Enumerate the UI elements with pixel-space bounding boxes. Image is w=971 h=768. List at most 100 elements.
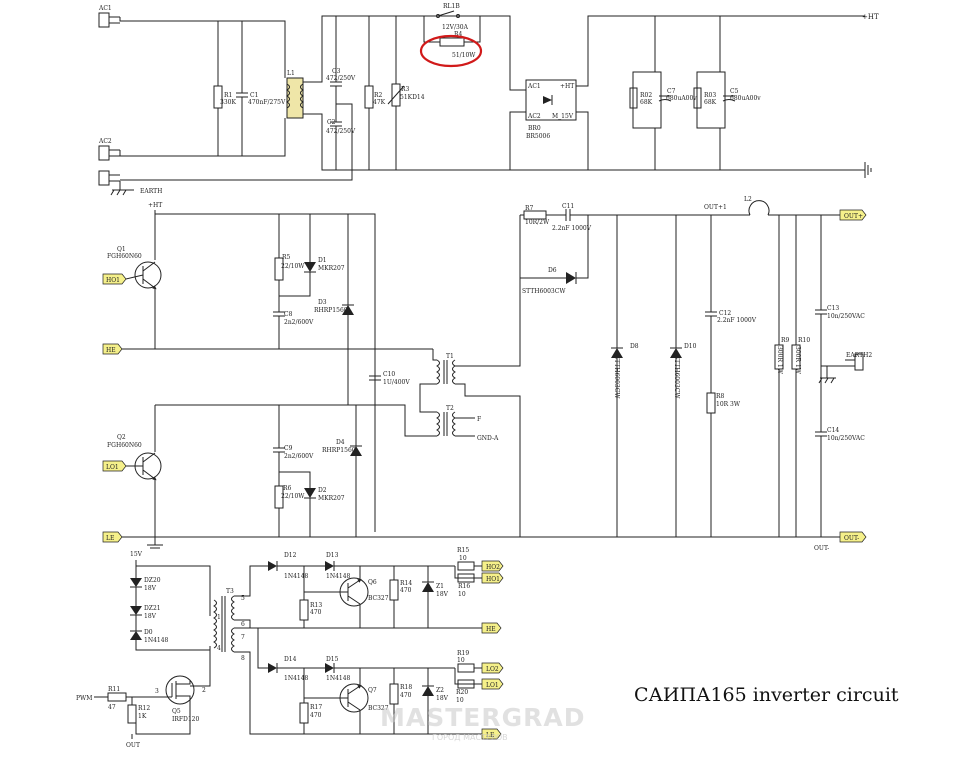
- d3-ref: D3: [318, 299, 327, 306]
- d14-diode: [268, 663, 277, 673]
- q2-val: FGH60N60: [107, 442, 142, 449]
- dz20-zener: [130, 578, 142, 587]
- d0-val: 1N4148: [144, 637, 169, 644]
- r3-ref: R3: [401, 86, 410, 93]
- r4-resistor: [439, 37, 465, 47]
- r4-ref: R4: [454, 31, 463, 38]
- r13-val: 470: [310, 609, 322, 616]
- le-tag: [102, 531, 123, 543]
- c11-val: 2.2nF 1000V: [552, 225, 592, 232]
- r4-val: 51/10W: [452, 52, 476, 59]
- watermark: MASTERGRAD: [380, 703, 585, 732]
- ho2-tag: [481, 560, 504, 572]
- r17-resistor: [299, 702, 309, 724]
- bridge-hv-label: +HT: [148, 202, 162, 209]
- r13-ref: R13: [310, 602, 322, 609]
- r03-resistor: [693, 87, 702, 109]
- d13-val: 1N4148: [326, 573, 351, 580]
- r14-val: 470: [400, 587, 412, 594]
- d10-diode: [670, 348, 682, 358]
- l2-ref: L2: [744, 196, 752, 203]
- dz21-zener: [130, 606, 142, 615]
- t1-primary: [436, 359, 440, 385]
- br-ac2: AC2: [527, 113, 541, 120]
- r19-resistor: [457, 663, 475, 673]
- r7-ref: R7: [525, 205, 534, 212]
- power-input-section: AC1 AC2 EARTH R1 330K C1 470nF/275V L1: [98, 3, 879, 196]
- d15-ref: D15: [326, 656, 339, 663]
- r5-val: 22/10W: [281, 263, 305, 270]
- r20-val: 10: [456, 697, 464, 704]
- he-driver-tag: [481, 622, 502, 634]
- r11-resistor: [107, 692, 127, 702]
- bridge-rectifier: [525, 79, 577, 121]
- q5-mosfet: [165, 675, 195, 705]
- r18-val: 470: [400, 692, 412, 699]
- d0-ref: D0: [144, 629, 153, 636]
- lo1-driver-tag: [481, 678, 504, 690]
- d6-diode: [566, 272, 576, 284]
- r12-ref: R12: [138, 705, 150, 712]
- c13-val: 10n/250VAC: [827, 313, 865, 320]
- ac1-connector: [98, 12, 110, 28]
- c9-ref: C9: [284, 445, 293, 452]
- out-plus-tag: [839, 209, 867, 221]
- q6-ref: Q6: [368, 579, 377, 586]
- r7-resistor: [523, 210, 547, 220]
- d6-val: STTH6003CW: [522, 288, 566, 295]
- c1-ref: C1: [250, 92, 258, 99]
- r8-resistor: [706, 392, 716, 414]
- c9-val: 2n2/600V: [284, 453, 314, 460]
- pin-8: 8: [241, 655, 245, 662]
- r10-ref: R10: [798, 337, 810, 344]
- q2-ref: Q2: [117, 434, 126, 441]
- r17-ref: R17: [310, 704, 322, 711]
- r1-val: 330K: [220, 99, 236, 106]
- d14-val: 1N4148: [284, 675, 309, 682]
- rl1-contact: [437, 10, 455, 17]
- out-plus-label: OUT+: [844, 213, 863, 220]
- q5-ref: Q5: [172, 708, 181, 715]
- driver-out-label: OUT: [126, 742, 140, 749]
- ho2-tag-label: HO2: [486, 564, 500, 571]
- q1-transistor: [134, 261, 162, 289]
- br-neg: M_15V: [552, 113, 574, 120]
- dz21-val: 18V: [144, 613, 157, 620]
- ac1-label: AC1: [98, 5, 112, 12]
- r14-ref: R14: [400, 580, 412, 587]
- z1-val: 18V: [436, 591, 449, 598]
- out-minus-label: OUT-: [844, 535, 859, 542]
- r14-resistor: [389, 579, 399, 601]
- r15-resistor: [457, 561, 475, 571]
- rl1-val: 12V/30A: [442, 24, 469, 31]
- he-tag: [102, 343, 123, 355]
- br-ref: BR0: [528, 125, 541, 132]
- t3-secondary-1: [231, 595, 235, 621]
- r02-val: 68K: [640, 99, 653, 106]
- t3-secondary-2: [231, 627, 235, 653]
- z1-zener: [422, 582, 434, 592]
- c3-ref: C3: [332, 68, 341, 75]
- r9-val: 300R 1W: [776, 346, 783, 375]
- br-ac1: AC1: [527, 83, 541, 90]
- pin-5: 5: [241, 595, 245, 602]
- r11-ref: R11: [108, 686, 120, 693]
- c10-ref: C10: [383, 371, 395, 378]
- c11-ref: C11: [562, 203, 574, 210]
- d8-val: STTH6003CW: [613, 355, 620, 399]
- d1-diode: [304, 262, 316, 272]
- le-driver-tag-label: LE: [486, 732, 494, 739]
- z2-zener: [422, 686, 434, 696]
- r8-ref: R8: [716, 393, 725, 400]
- d2-diode: [304, 488, 316, 498]
- d1-ref: D1: [318, 257, 327, 264]
- d2-ref: D2: [318, 487, 327, 494]
- q1-ref: Q1: [117, 246, 126, 253]
- l1-ref: L1: [287, 70, 295, 77]
- pin-6: 6: [241, 621, 245, 628]
- d2-val: MKR207: [318, 495, 345, 502]
- q1-val: FGH60N60: [107, 253, 142, 260]
- t2-ref: T2: [446, 405, 454, 412]
- t1-ref: T1: [446, 353, 454, 360]
